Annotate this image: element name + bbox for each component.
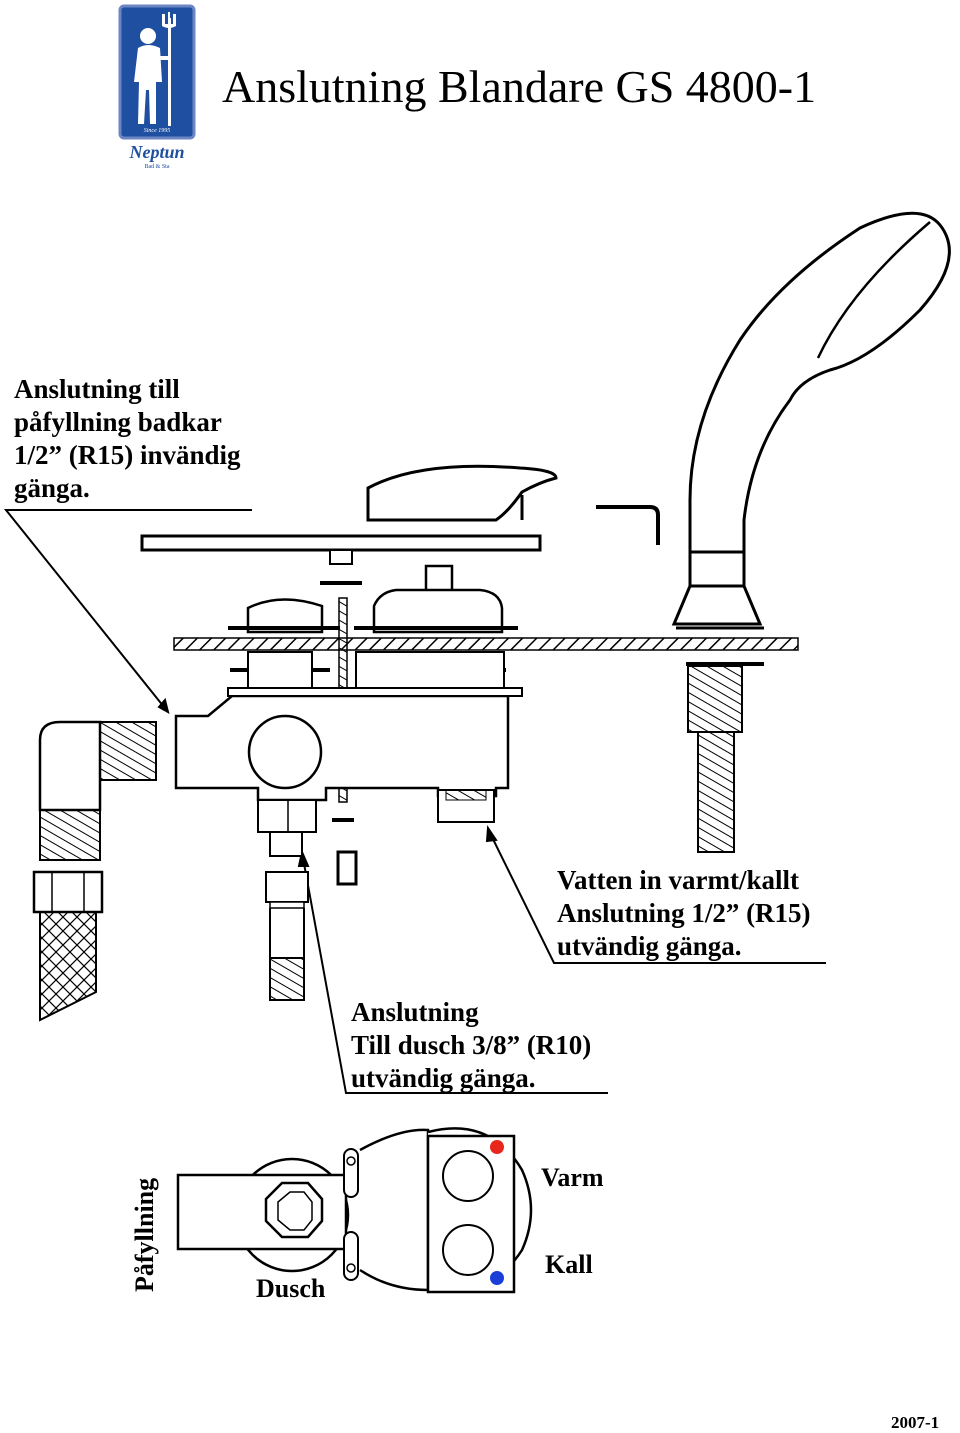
hand-shower [688, 211, 951, 554]
mixer-body [174, 694, 510, 802]
callout-line: 1/2” (R15) invändig [14, 440, 241, 470]
callout-line: Anslutning [351, 997, 479, 1027]
fill-connection-callout: Anslutning till påfyllning badkar 1/2” (… [14, 373, 241, 505]
callout-line: Anslutning till [14, 374, 180, 404]
neptun-logo: Since 1995 Neptun Bad & Sta [118, 4, 196, 170]
lever-handle [366, 464, 558, 522]
cold-label: Kall [545, 1250, 593, 1279]
callout-line: gänga. [14, 473, 90, 503]
hot-label: Varm [541, 1163, 604, 1192]
cold-indicator [490, 1271, 504, 1285]
leader-lines [3, 509, 826, 1094]
top-view [176, 1127, 533, 1294]
deck-plate [173, 637, 799, 651]
svg-text:Neptun: Neptun [128, 142, 184, 162]
page-title: Anslutning Blandare GS 4800-1 [222, 61, 817, 112]
callout-line: Vatten in varmt/kallt [557, 865, 799, 895]
hot-indicator [490, 1140, 504, 1154]
fill-label: Påfyllning [130, 1177, 159, 1292]
inlet-connection-callout: Vatten in varmt/kallt Anslutning 1/2” (R… [557, 864, 811, 963]
callout-line: utvändig gänga. [557, 931, 742, 961]
document-code: 2007-1 [891, 1413, 940, 1432]
callout-line: Anslutning 1/2” (R15) [557, 898, 811, 928]
callout-line: påfyllning badkar [14, 407, 222, 437]
shower-label: Dusch [256, 1274, 326, 1303]
svg-text:Bad & Sta: Bad & Sta [145, 164, 170, 170]
callout-line: utvändig gänga. [351, 1063, 536, 1093]
spout [140, 534, 542, 552]
fill-elbow [38, 720, 102, 812]
svg-text:Since 1995: Since 1995 [144, 128, 171, 134]
callout-line: Till dusch 3/8” (R10) [351, 1030, 592, 1060]
shower-connection-callout: Anslutning Till dusch 3/8” (R10) utvändi… [351, 996, 591, 1095]
